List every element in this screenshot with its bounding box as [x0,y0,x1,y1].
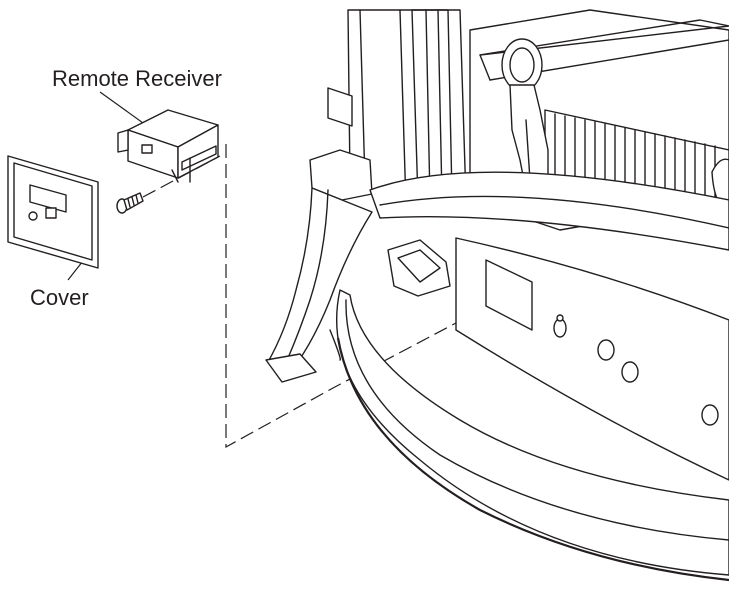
stove-body [265,9,729,582]
label-cover: Cover [30,285,89,310]
receiver-opening [485,259,533,331]
cover-plate [7,155,99,269]
label-remote-receiver: Remote Receiver [52,66,222,91]
leader-remote-receiver [99,91,151,129]
installation-path [225,144,508,449]
control-knobs [553,314,719,426]
remote-receiver [117,109,219,183]
